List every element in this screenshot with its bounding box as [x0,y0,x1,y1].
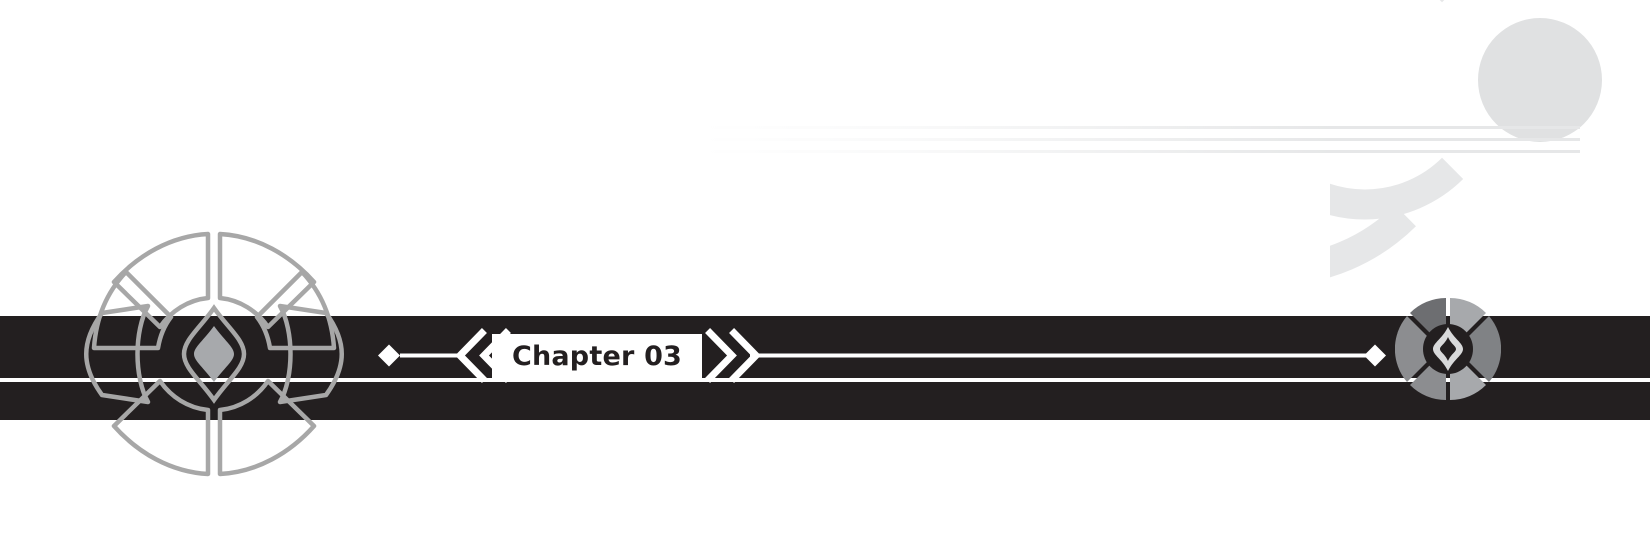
quadrant-top-right [1450,298,1486,336]
chapter-rail: Chapter 03 [370,326,1390,386]
radar-arc-1 [1064,0,1416,286]
speed-line [700,126,1580,129]
petal-top-right [217,231,317,330]
rail-line-left [400,353,462,358]
chevron-left-outer [455,328,487,383]
petal-top-left [111,231,211,330]
chapter-label-text: Chapter 03 [511,341,683,372]
chapter-label-box: Chapter 03 [492,334,702,379]
quadrant-top-left [1410,298,1446,336]
rail-line-right [750,353,1375,358]
radar-core-circle [1478,18,1602,142]
speed-line [700,138,1580,141]
quadrant-bottom-right [1450,362,1486,400]
chevron-right-inner [705,328,737,383]
radar-arcs-decoration [1064,0,1650,290]
diamond-marker-left [378,344,400,367]
diamond-marker-right [1364,344,1386,367]
radar-arc-outer [1344,0,1650,276]
quadrant-left [1394,316,1430,382]
speed-line [700,150,1580,153]
radar-arc-group [1064,0,1650,286]
quadrant-right [1466,316,1502,382]
radar-arc-2 [1225,0,1464,220]
emblem-right-core-inner [1440,337,1456,361]
emblem-right-petals [1394,298,1502,400]
compass-rose-filled-icon [1394,296,1502,402]
quadrant-bottom-left [1410,362,1446,400]
speed-lines-decoration [700,120,1580,162]
